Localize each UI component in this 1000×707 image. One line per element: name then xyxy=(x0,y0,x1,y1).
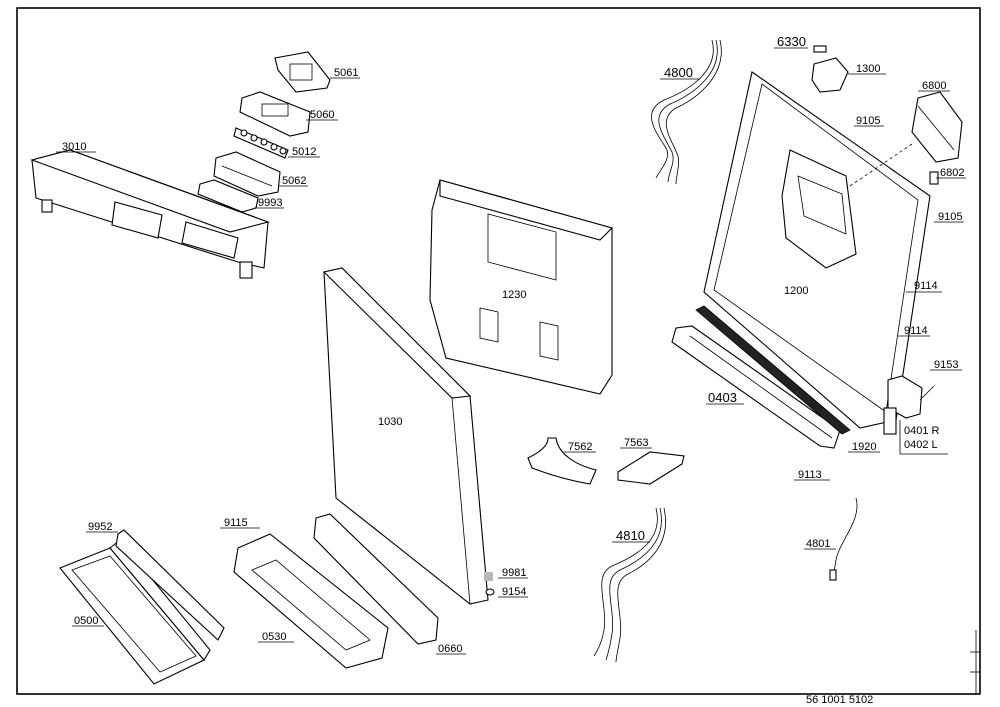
part-6330 xyxy=(813,45,827,53)
label-1030: 1030 xyxy=(378,416,402,428)
label-0402-l: 0402 L xyxy=(904,439,938,451)
label-4801: 4801 xyxy=(806,538,830,550)
label-9113: 9113 xyxy=(798,469,822,481)
buttons-5012 xyxy=(233,127,289,159)
board-5062 xyxy=(213,151,281,197)
label-1200: 1200 xyxy=(784,285,808,297)
dash-line xyxy=(849,143,913,187)
rail-0403 xyxy=(671,325,841,449)
label-1920: 1920 xyxy=(852,441,876,453)
control-panel-3010 xyxy=(30,149,270,279)
label-0403: 0403 xyxy=(708,390,737,405)
part-7562 xyxy=(527,437,597,485)
label-1300: 1300 xyxy=(856,63,880,75)
cable-4801 xyxy=(829,497,858,581)
label-9105-a: 9105 xyxy=(856,115,880,127)
module-6800 xyxy=(911,91,963,163)
label-9981: 9981 xyxy=(502,567,526,579)
label-3010: 3010 xyxy=(62,141,86,153)
harness-4800 xyxy=(651,39,722,185)
label-5012: 5012 xyxy=(292,146,316,158)
inner-door-1200 xyxy=(703,71,931,429)
module-5060 xyxy=(239,91,311,137)
lock-1300 xyxy=(811,57,849,93)
label-7563: 7563 xyxy=(624,437,648,449)
insulation-panel-1230 xyxy=(429,179,614,395)
diagram-frame xyxy=(16,7,981,695)
base-0530 xyxy=(233,533,389,669)
label-0530: 0530 xyxy=(262,631,286,643)
strip-9952 xyxy=(115,529,225,641)
label-7562: 7562 xyxy=(568,441,592,453)
label-4800: 4800 xyxy=(664,65,693,80)
footer-code: 56 1001 5102 xyxy=(806,694,873,706)
module-5061 xyxy=(274,51,331,93)
label-0660: 0660 xyxy=(438,643,462,655)
label-9105-b: 9105 xyxy=(938,211,962,223)
label-5062: 5062 xyxy=(282,175,306,187)
label-0500: 0500 xyxy=(74,615,98,627)
leader-lines xyxy=(56,47,966,655)
label-6330: 6330 xyxy=(777,34,806,49)
label-9993: 9993 xyxy=(258,197,282,209)
label-9114-b: 9114 xyxy=(904,325,928,337)
label-5060: 5060 xyxy=(310,109,334,121)
hinge-0401-0402 xyxy=(883,375,923,435)
bar-0660 xyxy=(313,513,439,645)
label-0401-r: 0401 R xyxy=(904,425,940,437)
label-5061: 5061 xyxy=(334,67,358,79)
outer-door-1030 xyxy=(322,267,495,605)
label-9154: 9154 xyxy=(502,586,526,598)
seal-strip xyxy=(695,305,851,435)
label-9114-a: 9114 xyxy=(914,280,938,292)
footer-box xyxy=(752,630,980,695)
label-6800: 6800 xyxy=(922,80,946,92)
label-9115: 9115 xyxy=(224,517,248,529)
label-4810: 4810 xyxy=(616,528,645,543)
part-7563 xyxy=(617,451,685,485)
label-9153: 9153 xyxy=(934,359,958,371)
label-1230: 1230 xyxy=(502,289,526,301)
label-6802: 6802 xyxy=(940,167,964,179)
label-9952: 9952 xyxy=(88,521,112,533)
